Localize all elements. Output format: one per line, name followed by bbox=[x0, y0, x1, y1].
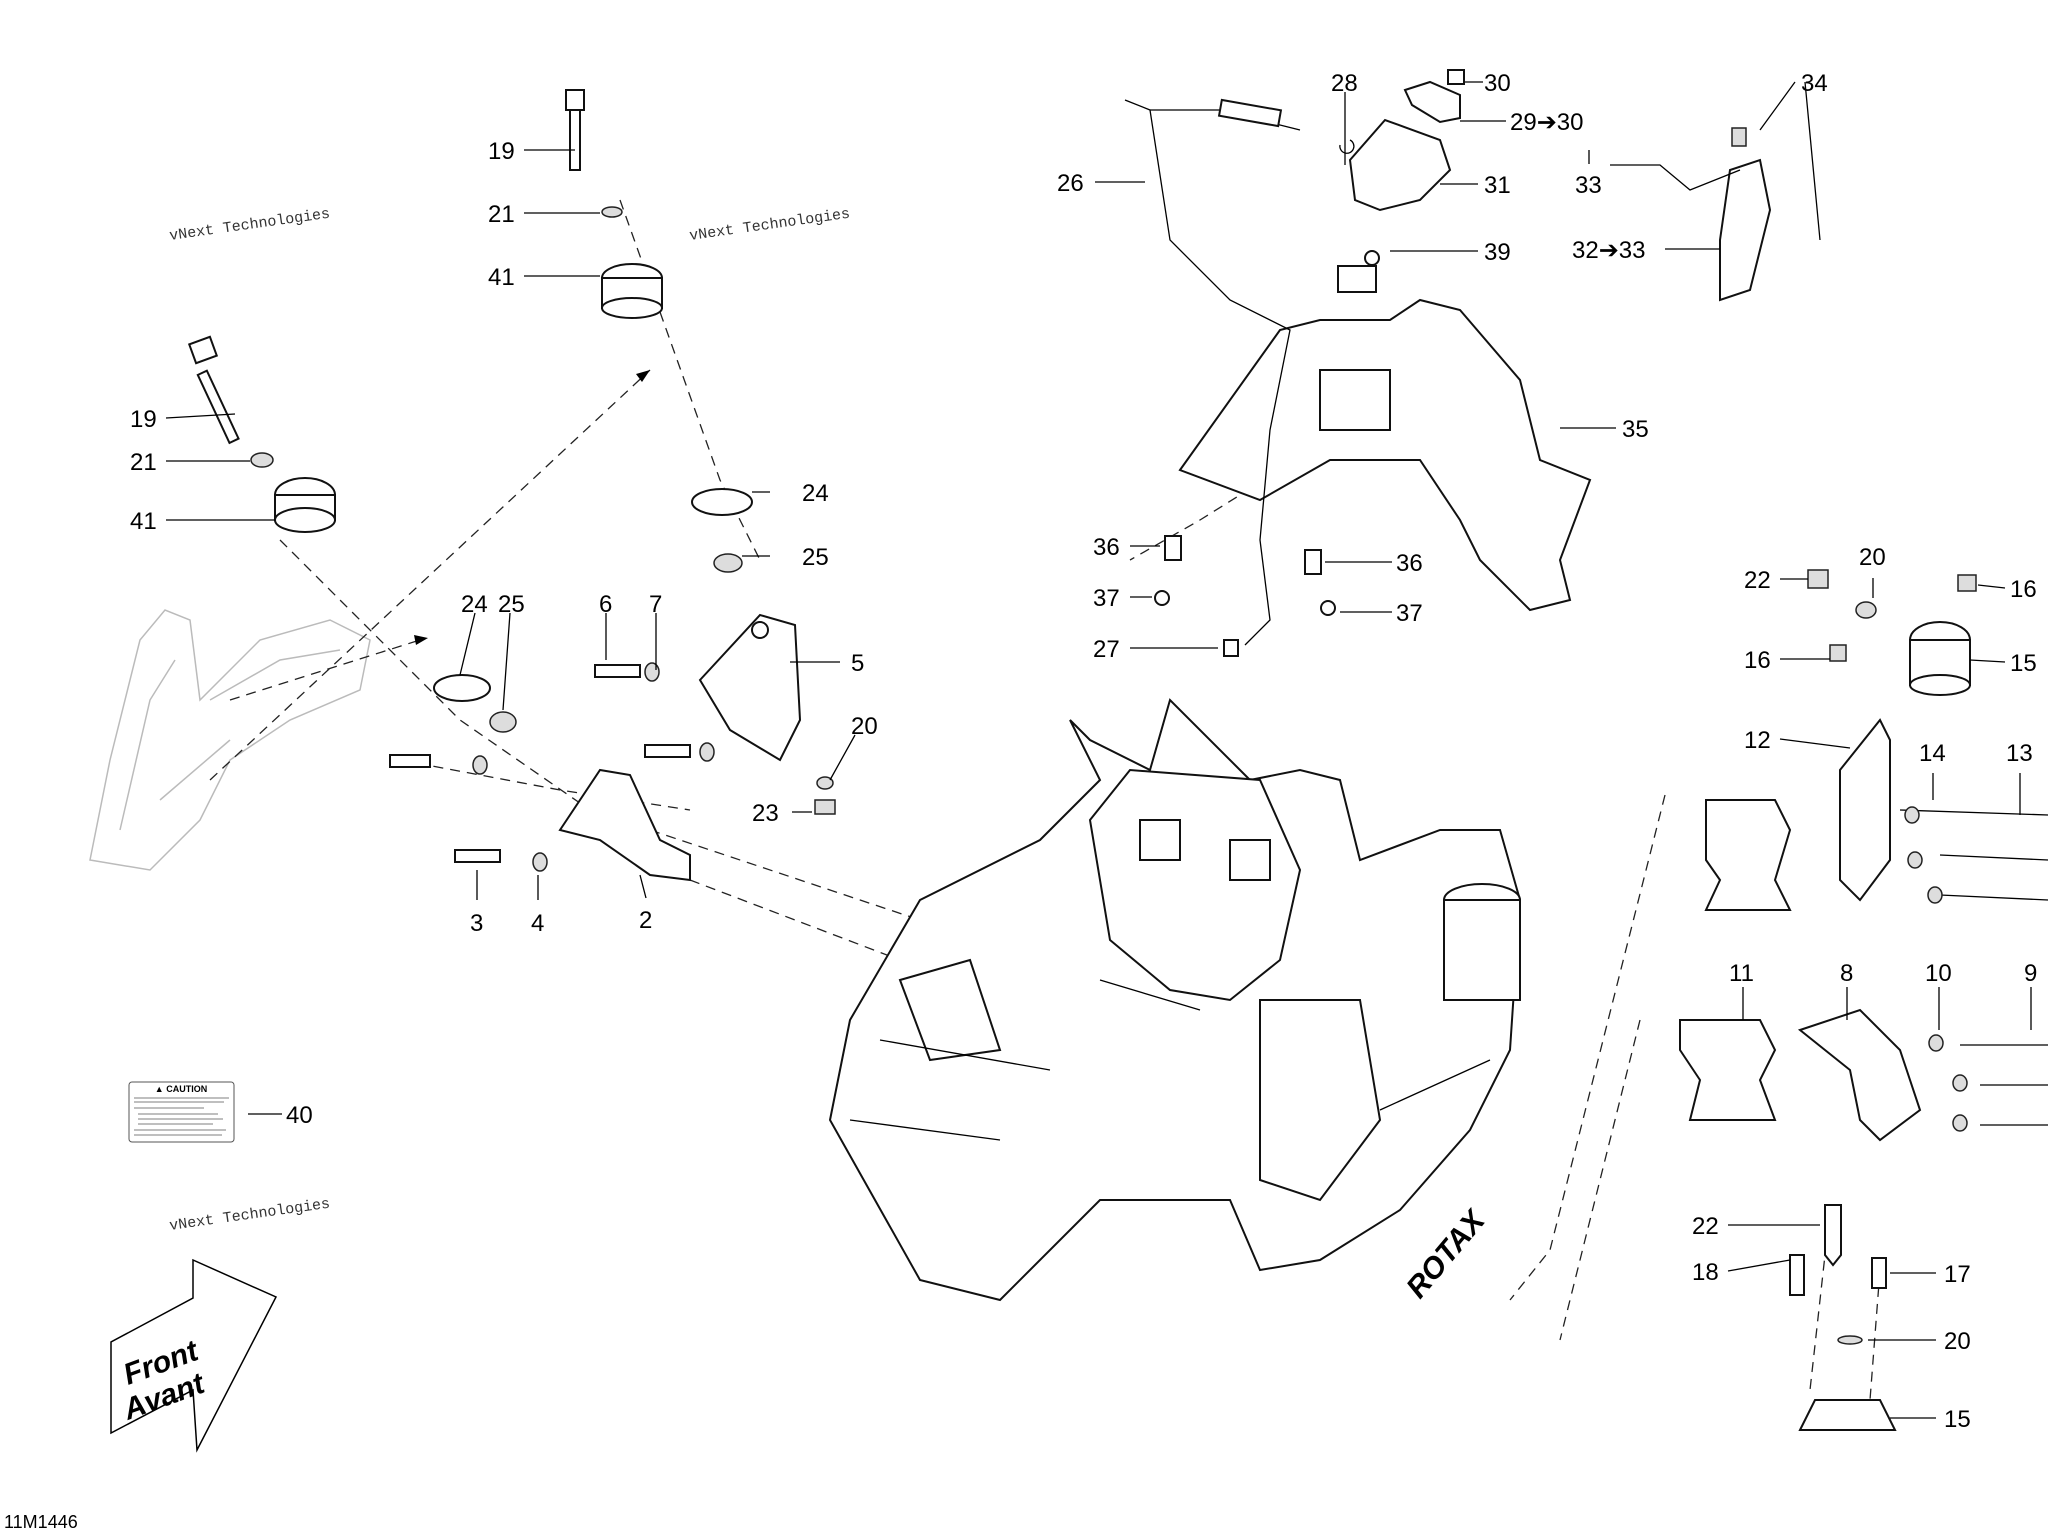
callout-10: 10 bbox=[1925, 960, 1952, 987]
callout-41: 41 bbox=[130, 508, 157, 535]
callout-36: 36 bbox=[1396, 550, 1423, 577]
callout-31: 31 bbox=[1484, 172, 1511, 199]
mount-41-left bbox=[274, 477, 336, 533]
engine-assembly: ROTAX bbox=[828, 698, 1522, 1304]
callout-11: 11 bbox=[1729, 960, 1754, 987]
callout-7: 7 bbox=[649, 591, 662, 618]
svg-text:ROTAX: ROTAX bbox=[1400, 1203, 1493, 1304]
callout-34: 34 bbox=[1801, 70, 1828, 97]
bolt-19-top bbox=[565, 89, 585, 171]
watermark: vNext Technologies bbox=[168, 206, 331, 245]
callout-12: 12 bbox=[1744, 727, 1771, 754]
callout-24: 24 bbox=[802, 480, 829, 507]
callout-37: 37 bbox=[1396, 600, 1423, 627]
callout-23: 23 bbox=[752, 800, 779, 827]
callout-leaders bbox=[165, 81, 2032, 1419]
watermark: vNext Technologies bbox=[168, 1196, 331, 1235]
callout-30: 30 bbox=[1484, 70, 1511, 97]
bushing-25-upper bbox=[713, 553, 743, 573]
callout-32-33: 32➔33 bbox=[1572, 237, 1646, 264]
callout-39: 39 bbox=[1484, 239, 1511, 266]
assembly-lines bbox=[209, 199, 1881, 1401]
callout-35: 35 bbox=[1622, 416, 1649, 443]
callout-29-30: 29➔30 bbox=[1510, 109, 1584, 136]
callout-37: 37 bbox=[1093, 585, 1120, 612]
callout-22: 22 bbox=[1692, 1213, 1719, 1240]
washer-24-upper bbox=[691, 488, 753, 516]
callout-19: 19 bbox=[488, 138, 515, 165]
callout-28: 28 bbox=[1331, 70, 1358, 97]
bushing-25-lower bbox=[489, 711, 517, 733]
right-mount-assembly bbox=[1679, 569, 2048, 1431]
bracket-5 bbox=[698, 613, 802, 762]
callout-3: 3 bbox=[470, 910, 483, 937]
callout-4: 4 bbox=[531, 910, 544, 937]
callout-20: 20 bbox=[1859, 544, 1886, 571]
callout-40: 40 bbox=[286, 1102, 313, 1129]
callout-15: 15 bbox=[1944, 1406, 1971, 1433]
callout-33: 33 bbox=[1575, 172, 1602, 199]
bracket-2 bbox=[558, 768, 691, 882]
washer-21-top bbox=[601, 206, 623, 218]
callout-20: 20 bbox=[851, 713, 878, 740]
callout-6: 6 bbox=[599, 591, 612, 618]
callout-25: 25 bbox=[498, 591, 525, 618]
callout-labels: 19 21 41 19 21 41 24 25 24 25 6 7 5 20 2… bbox=[130, 70, 2037, 1433]
washer-21-left bbox=[250, 452, 274, 468]
callout-15: 15 bbox=[2010, 650, 2037, 677]
bolts-left bbox=[389, 662, 836, 872]
bolt-19-left bbox=[187, 335, 240, 445]
bracket-35 bbox=[1178, 298, 1592, 612]
callout-17: 17 bbox=[1944, 1261, 1971, 1288]
diagram-code: 11M1446 bbox=[4, 1512, 78, 1532]
callout-26: 26 bbox=[1057, 170, 1084, 197]
callout-24: 24 bbox=[461, 591, 488, 618]
callout-19: 19 bbox=[130, 406, 157, 433]
callout-13: 13 bbox=[2006, 740, 2033, 767]
sensor-parts-top bbox=[1337, 69, 1772, 302]
callout-16: 16 bbox=[1744, 647, 1771, 674]
callout-9: 9 bbox=[2024, 960, 2037, 987]
callout-41: 41 bbox=[488, 264, 515, 291]
clips-36-37 bbox=[1154, 535, 1336, 657]
washer-24-lower bbox=[433, 674, 491, 702]
caution-label: ▲ CAUTION bbox=[128, 1081, 235, 1143]
mount-41-top bbox=[601, 263, 663, 319]
callout-16: 16 bbox=[2010, 576, 2037, 603]
callout-2: 2 bbox=[639, 907, 652, 934]
callout-21: 21 bbox=[488, 201, 515, 228]
frame-bracket-ghost bbox=[89, 609, 371, 871]
callout-14: 14 bbox=[1919, 740, 1946, 767]
cable-26 bbox=[1124, 98, 1301, 646]
callout-27: 27 bbox=[1093, 636, 1120, 663]
callout-21: 21 bbox=[130, 449, 157, 476]
callout-18: 18 bbox=[1692, 1259, 1719, 1286]
callout-36: 36 bbox=[1093, 534, 1120, 561]
callout-20: 20 bbox=[1944, 1328, 1971, 1355]
callout-25: 25 bbox=[802, 544, 829, 571]
front-direction-arrow: Front Avant bbox=[110, 1258, 278, 1453]
caution-label-title: ▲ CAUTION bbox=[155, 1084, 207, 1094]
callout-22: 22 bbox=[1744, 567, 1771, 594]
callout-5: 5 bbox=[851, 650, 864, 677]
callout-8: 8 bbox=[1840, 960, 1853, 987]
watermark: vNext Technologies bbox=[688, 206, 851, 245]
